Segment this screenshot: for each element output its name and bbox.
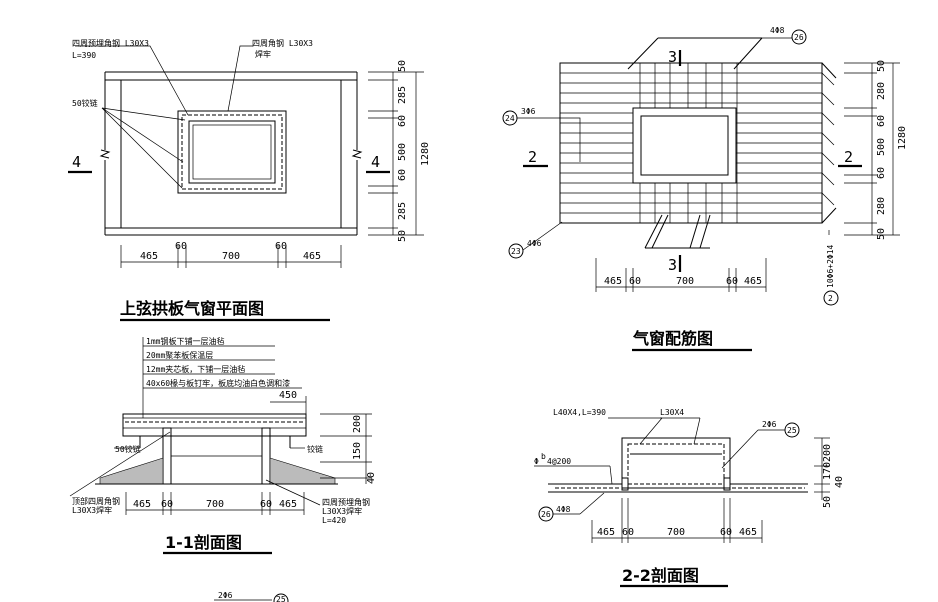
section11-layer-3: 40x60椽与板钉牢，板底均油白色调和漆 [146, 378, 290, 388]
section22-dim-h-3: 60 [720, 527, 732, 538]
rebar-section-mark-2-right: 2 [844, 148, 853, 166]
plan-note-left: 四周预埋角钢 L30X3 [72, 38, 149, 48]
section22-label-phi-rest: 4@200 [547, 457, 571, 466]
rebar-dim-h-2: 700 [676, 276, 694, 287]
section22-dim-v-1: 170 [822, 462, 833, 480]
rebar-dim-v-4: 60 [876, 167, 887, 179]
plan-dim-v-4: 60 [397, 169, 408, 181]
rebar-dim-h-1: 60 [629, 276, 641, 287]
rebar-dim-h-3: 60 [726, 276, 738, 287]
section22-label-phi: Φ [534, 457, 539, 466]
partial-callout: 25 [276, 595, 286, 602]
section22-callout-26: 26 [541, 510, 551, 519]
section11-dim-450: 450 [279, 390, 297, 401]
plan-dim-v-5: 285 [397, 202, 408, 220]
section22-dim-h-1: 60 [622, 527, 634, 538]
section-1-1: 1mm钢板下铺一层油毡 20mm聚苯板保温层 12mm夹芯板，下铺一层油毡 40… [69, 336, 377, 555]
section11-dim-h-3: 60 [260, 499, 272, 510]
rebar-dim-v-1: 280 [876, 82, 887, 100]
section11-label-right3: L=420 [322, 516, 346, 525]
section11-layer-1: 20mm聚苯板保温层 [146, 350, 213, 360]
rebar-section-mark-3-top: 3 [668, 48, 677, 66]
plan-note-left-length: L=390 [72, 51, 96, 60]
plan-dim-v-0: 50 [397, 60, 408, 72]
rebar-dim-v-2: 60 [876, 115, 887, 127]
rebar-dim-v-6: 50 [876, 228, 887, 240]
section22-dim-h-2: 700 [667, 527, 685, 538]
rebar-title: 气窗配筋图 [632, 329, 713, 348]
plan-title: 上弦拱板气窗平面图 [120, 299, 264, 318]
plan-dim-h-3: 60 [275, 241, 287, 252]
section11-label-right: 四周预埋角钢 [322, 497, 370, 507]
plan-dim-v-1: 285 [397, 86, 408, 104]
section-2-2: L40X4,L=390 L30X4 2Φ6 25 Φ b 4@200 26 4Φ… [534, 408, 845, 588]
section11-label-left: 顶部四周角钢 [72, 496, 120, 506]
section11-dim-v-1: 150 [352, 442, 363, 460]
section11-dim-h-2: 700 [206, 499, 224, 510]
plan-note-right-sub: 焊牢 [255, 49, 271, 59]
rebar-callout-24-label: 3Φ6 [521, 107, 536, 116]
section11-dim-v-0: 200 [352, 415, 363, 433]
plan-note-right: 四周角钢 L30X3 [252, 38, 313, 48]
rebar-callout-23: 23 [511, 247, 521, 256]
section11-label-right2: L30X3焊牢 [322, 506, 362, 516]
plan-dim-h-4: 465 [303, 251, 321, 262]
section11-label-left2: L30X3焊牢 [72, 505, 112, 515]
rebar-dim-h-4: 465 [744, 276, 762, 287]
plan-dim-total: 1280 [420, 142, 431, 166]
section22-dim-h-4: 465 [739, 527, 757, 538]
partial-fragment: 2Φ6 25 [214, 591, 289, 602]
section22-callout-25: 25 [787, 426, 797, 435]
plan-dim-h-2: 700 [222, 251, 240, 262]
section11-dim-h-0: 465 [133, 499, 151, 510]
plan-section-mark-right: 4 [371, 153, 380, 171]
section22-dim-h-0: 465 [597, 527, 615, 538]
section11-layer-0: 1mm钢板下铺一层油毡 [146, 336, 224, 346]
section22-dim-v-0: 50 [822, 496, 833, 508]
plan-note-bolt: 50铰链 [72, 98, 98, 108]
rebar-section-mark-2-left: 2 [528, 148, 537, 166]
section22-dim-v-2: 200 [822, 444, 833, 462]
section22-callout-26-label: 4Φ8 [556, 505, 571, 514]
plan-dim-h-1: 60 [175, 241, 187, 252]
rebar-callout-23-label: 4Φ6 [527, 239, 542, 248]
plan-dim-v-2: 60 [397, 115, 408, 127]
rebar-section-mark-3-bottom: 3 [668, 256, 677, 274]
rebar-dim-total: 1280 [897, 126, 908, 150]
plan-dim-v-6: 50 [397, 230, 408, 242]
rebar-dim-h-0: 465 [604, 276, 622, 287]
section11-dim-v-2: 40 [366, 472, 377, 484]
rebar-callout-26-label: 4Φ8 [770, 26, 785, 35]
rebar-callout-24: 24 [505, 114, 515, 123]
section22-label-2phi6: 2Φ6 [762, 420, 777, 429]
section22-title: 2-2剖面图 [622, 566, 699, 585]
section11-dim-h-4: 465 [279, 499, 297, 510]
plan-view: 四周预埋角钢 L30X3 L=390 四周角钢 L30X3 焊牢 50铰链 4 … [68, 38, 431, 322]
section22-label-phi-sup: b [541, 452, 546, 461]
partial-label: 2Φ6 [218, 591, 233, 600]
rebar-dim-v-3: 500 [876, 138, 887, 156]
section22-label-l40: L40X4,L=390 [553, 408, 606, 417]
section11-label-hinge: 铰链 [307, 444, 323, 454]
section11-layer-2: 12mm夹芯板，下铺一层油毡 [146, 364, 245, 374]
rebar-dim-v-0: 50 [876, 60, 887, 72]
plan-dim-h-0: 465 [140, 251, 158, 262]
section22-label-l30: L30X4 [660, 408, 684, 417]
plan-dim-v-3: 500 [397, 143, 408, 161]
section11-title: 1-1剖面图 [165, 533, 242, 552]
rebar-callout-2: 2 [828, 294, 833, 303]
rebar-view: 3 3 2 2 24 3Φ6 23 4Φ6 26 4Φ8 2 10Φ6+2Φ14… [502, 26, 908, 352]
rebar-callout-26: 26 [794, 33, 804, 42]
plan-section-mark-left: 4 [72, 153, 81, 171]
rebar-dim-v-5: 280 [876, 197, 887, 215]
section11-label-bolt: 50铰链 [115, 444, 141, 454]
section22-dim-v-3: 40 [834, 476, 845, 488]
rebar-callout-2-label: 10Φ6+2Φ14 [826, 244, 835, 288]
section11-dim-h-1: 60 [161, 499, 173, 510]
